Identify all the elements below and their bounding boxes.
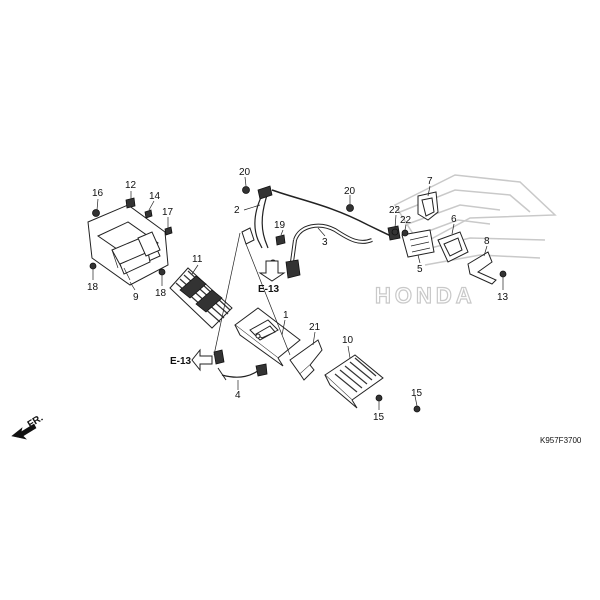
- part-21-bracket-plate: [289, 339, 323, 381]
- callout-8: 8: [484, 236, 490, 247]
- grommet-20a: [242, 186, 250, 194]
- bolt-15b: [413, 405, 421, 413]
- part-10-regulator: [324, 354, 384, 409]
- grommet-20b: [346, 204, 354, 212]
- front-direction-arrow-icon: [11, 423, 37, 440]
- callout-22b: 22: [400, 215, 412, 226]
- callout-14: 14: [149, 191, 161, 202]
- reference-e13-left: E-13: [170, 348, 213, 372]
- part-4-lead-wire: [213, 349, 268, 381]
- collar-12: [125, 197, 136, 209]
- bolt-17: [164, 226, 173, 236]
- leader-lines: [92, 176, 504, 410]
- callout-20b: 20: [344, 186, 356, 197]
- part-8-clip-bracket: [467, 251, 497, 285]
- callout-21: 21: [309, 322, 321, 333]
- nut-18b: [158, 268, 166, 276]
- bolt-22a: [391, 228, 399, 236]
- reference-e13-top: E-13: [258, 260, 286, 295]
- callout-3: 3: [322, 237, 328, 248]
- bolt-14: [144, 209, 153, 219]
- callout-10: 10: [342, 335, 354, 346]
- callout-13: 13: [497, 292, 509, 303]
- part-3-wire-harness: [271, 189, 396, 279]
- reference-label-top: E-13: [258, 284, 280, 295]
- part-2-sensor-lead: [241, 185, 273, 249]
- callout-11: 11: [192, 254, 203, 265]
- callout-19: 19: [274, 220, 286, 231]
- callout-2: 2: [234, 205, 240, 216]
- callout-17: 17: [162, 207, 174, 218]
- callout-7: 7: [427, 176, 433, 187]
- part-11-heat-sink: [169, 267, 233, 329]
- reference-label-left: E-13: [170, 356, 192, 367]
- front-direction-indicator: FR.: [11, 413, 45, 440]
- callout-15a: 15: [411, 388, 423, 399]
- bolt-13: [499, 270, 507, 278]
- bolt-22b: [401, 229, 409, 237]
- callout-6: 6: [451, 214, 457, 225]
- bolt-15a: [375, 394, 383, 402]
- callout-1: 1: [283, 310, 289, 321]
- nut-18a: [89, 262, 97, 270]
- callout-5: 5: [417, 264, 423, 275]
- reference-arrow-icon: [191, 348, 213, 372]
- callout-16: 16: [92, 188, 104, 199]
- callout-9: 9: [133, 292, 139, 303]
- callout-20a: 20: [239, 167, 251, 178]
- callout-labels: 1 2 3 4 5 6 7 8 9 10 11 12 13 14 15 15 1…: [87, 167, 509, 423]
- callout-18a: 18: [87, 282, 99, 293]
- part-9-bracket: [87, 204, 169, 286]
- diagram-code: K957F3700: [540, 436, 582, 445]
- nut-16: [92, 209, 100, 217]
- callout-22a: 22: [389, 205, 401, 216]
- clip-19: [275, 234, 286, 246]
- callout-4: 4: [235, 390, 241, 401]
- part-6-coupler-housing: [437, 231, 469, 263]
- callout-15b: 15: [373, 412, 385, 423]
- callout-12: 12: [125, 180, 137, 191]
- callout-18b: 18: [155, 288, 167, 299]
- part-1-rectifier-unit: [234, 307, 301, 367]
- honda-watermark-text: HONDA: [375, 283, 476, 308]
- reference-arrow-icon: [258, 260, 286, 282]
- part-7-connector-cover: [417, 191, 439, 221]
